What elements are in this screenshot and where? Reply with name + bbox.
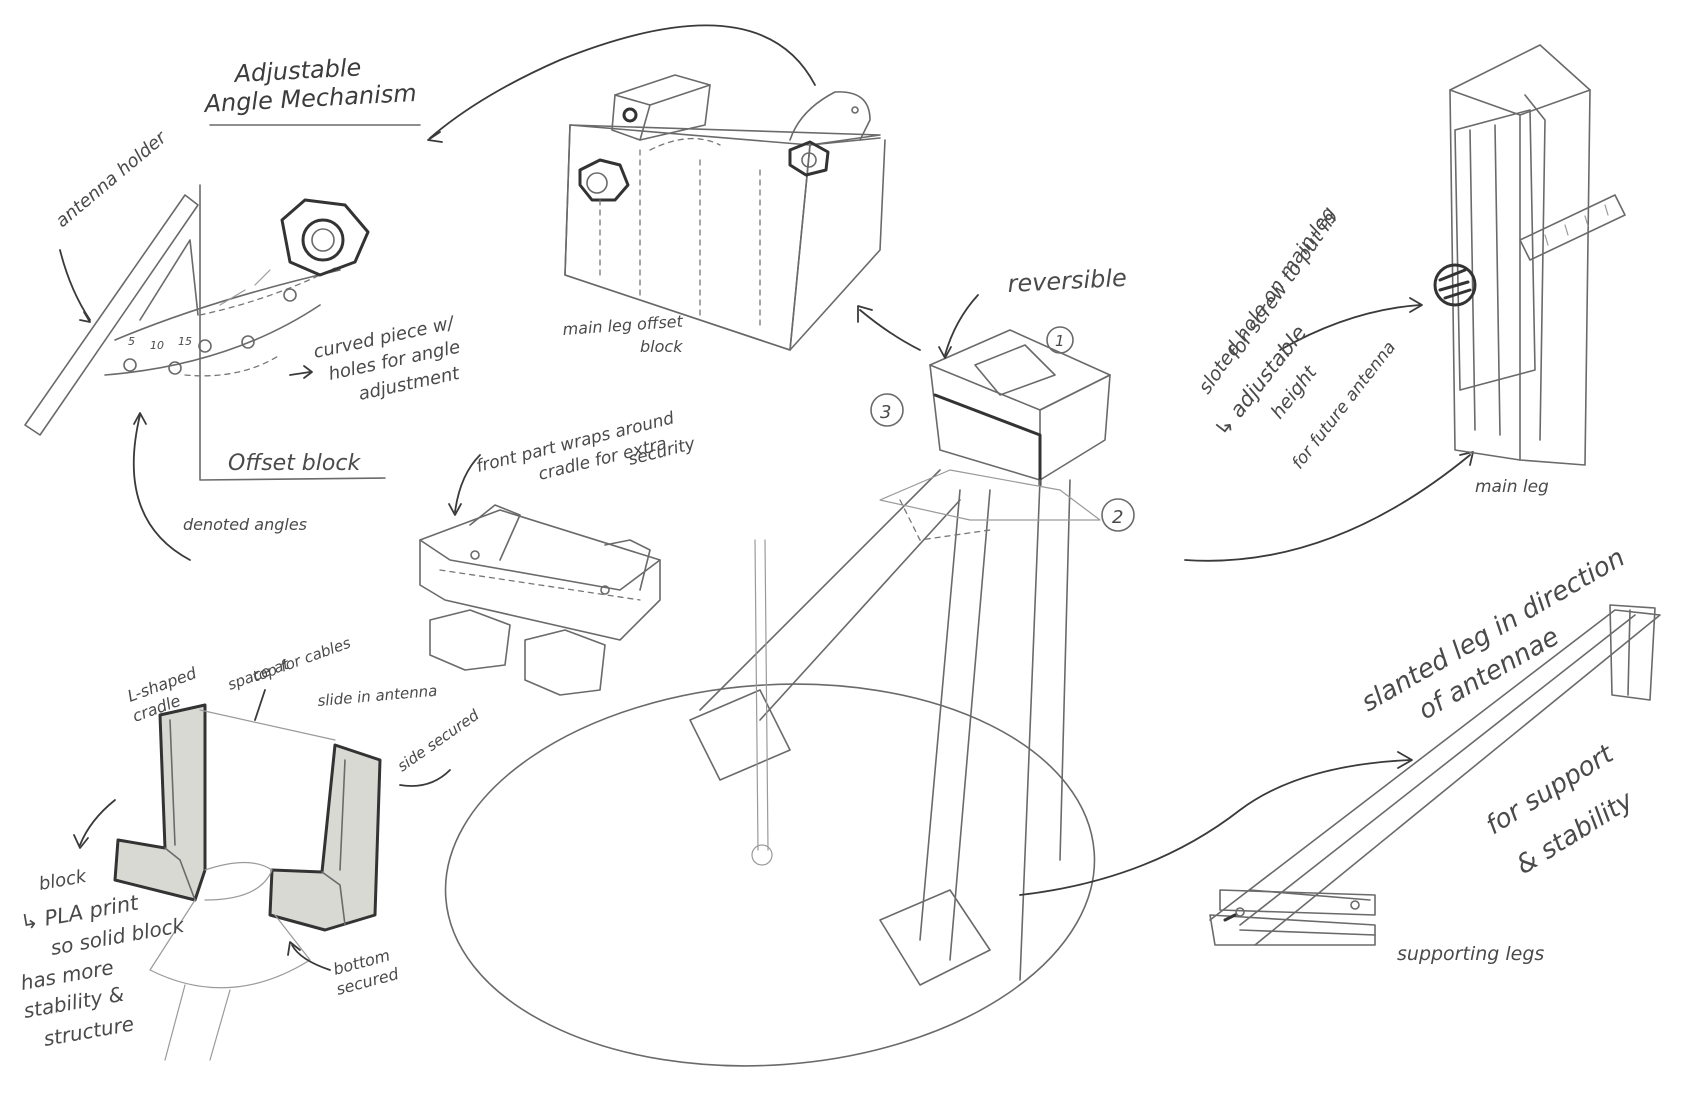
num-3: 3 bbox=[880, 402, 891, 423]
antenna-holder-label: antenna holder bbox=[52, 126, 172, 231]
space-at-top-label-2: top for cables bbox=[250, 634, 353, 686]
denoted-angles-label: denoted angles bbox=[183, 515, 307, 534]
block-label: block bbox=[37, 866, 89, 895]
main-leg-offset-label-2: block bbox=[640, 337, 683, 356]
scale-10: 10 bbox=[150, 339, 164, 352]
main-leg-label: main leg bbox=[1475, 477, 1549, 497]
adjustable-angle-title-line1: Adjustable bbox=[232, 53, 362, 88]
offset-block-sketch bbox=[564, 74, 921, 351]
adjustable-height-label-3: for future antenna bbox=[1288, 338, 1400, 473]
reversible-label: reversible bbox=[1007, 264, 1128, 298]
stand-assembly-sketch bbox=[444, 294, 1474, 1067]
scale-15: 15 bbox=[178, 335, 192, 348]
scale-5: 5 bbox=[128, 335, 135, 348]
cradle-sketch bbox=[419, 454, 661, 696]
slide-in-antenna-label: slide in antenna bbox=[317, 682, 438, 710]
main-leg-sketch bbox=[1279, 44, 1626, 466]
main-leg-offset-label-1: main leg offset bbox=[562, 312, 684, 339]
supporting-legs-label: supporting legs bbox=[1397, 943, 1544, 965]
offset-block-label: Offset block bbox=[228, 451, 361, 476]
l-cradle-sketch bbox=[73, 689, 451, 1061]
angle-mechanism-sketch bbox=[24, 24, 816, 561]
num-1: 1 bbox=[1055, 332, 1065, 350]
supporting-leg-sketch bbox=[1209, 604, 1661, 946]
side-secured-label: side secured bbox=[394, 706, 483, 776]
num-2: 2 bbox=[1112, 507, 1123, 528]
